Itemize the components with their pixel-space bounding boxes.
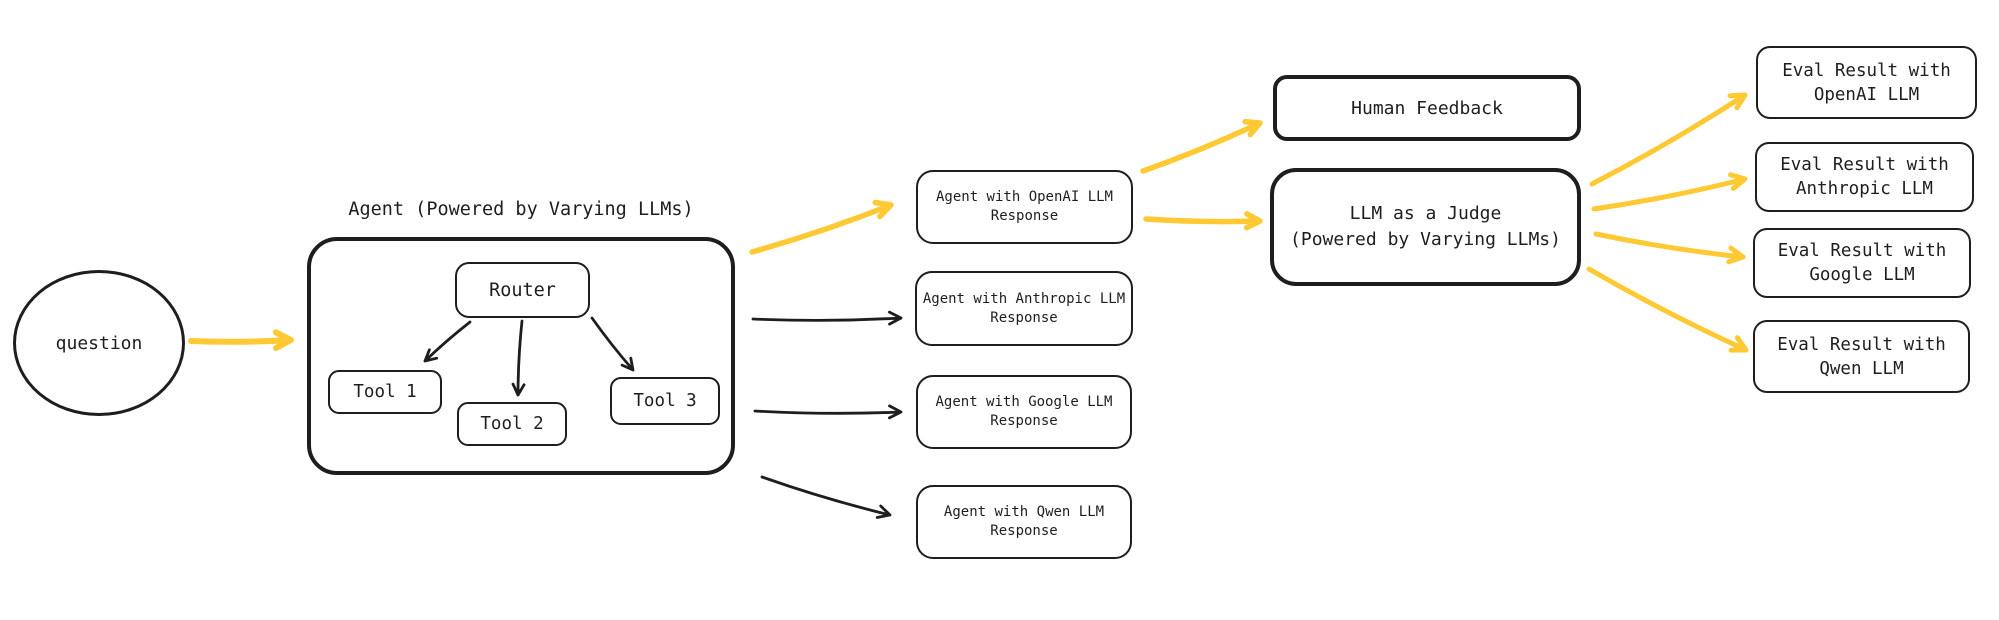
node-response-openai: Agent with OpenAI LLM Response: [916, 170, 1133, 244]
node-tool-2: Tool 2: [457, 402, 567, 446]
node-eval-google: Eval Result with Google LLM: [1753, 228, 1971, 298]
arrow-question-to-agent: [188, 329, 294, 351]
node-tool-3: Tool 3: [610, 377, 720, 425]
question-label: question: [55, 332, 143, 354]
arrow-openai-response-to-judge: [1143, 211, 1263, 231]
router-label: Router: [489, 279, 556, 301]
node-eval-qwen: Eval Result with Qwen LLM: [1753, 320, 1970, 393]
node-router: Router: [455, 262, 590, 318]
tool-2-label: Tool 2: [480, 414, 544, 434]
arrow-judge-to-eval-google: [1593, 231, 1746, 265]
arrow-judge-to-eval-qwen: [1586, 266, 1749, 353]
arrow-agent-to-anthropic-response: [751, 310, 903, 326]
response-anthropic-label: Agent with Anthropic LLM Response: [922, 290, 1126, 326]
node-response-anthropic: Agent with Anthropic LLM Response: [915, 271, 1133, 346]
eval-qwen-label: Eval Result with Qwen LLM: [1777, 334, 1946, 379]
node-tool-1: Tool 1: [328, 370, 442, 414]
arrow-judge-to-eval-openai: [1589, 92, 1748, 187]
response-google-label: Agent with Google LLM Response: [935, 394, 1113, 429]
eval-anthropic-label: Eval Result with Anthropic LLM: [1780, 155, 1949, 199]
arrow-judge-to-eval-anthropic: [1591, 172, 1748, 212]
tool-3-label: Tool 3: [633, 391, 697, 411]
response-qwen-label: Agent with Qwen LLM Response: [943, 504, 1105, 539]
node-question: question: [13, 270, 185, 416]
tool-1-label: Tool 1: [353, 382, 417, 402]
eval-openai-label: Eval Result with OpenAI LLM: [1782, 60, 1951, 105]
node-eval-anthropic: Eval Result with Anthropic LLM: [1755, 142, 1974, 212]
arrow-agent-to-google-response: [753, 404, 903, 420]
eval-google-label: Eval Result with Google LLM: [1777, 241, 1947, 285]
arrow-openai-response-to-human-feedback: [1140, 118, 1263, 174]
node-eval-openai: Eval Result with OpenAI LLM: [1756, 46, 1977, 119]
judge-label: LLM as a Judge (Powered by Varying LLMs): [1290, 203, 1561, 250]
node-response-google: Agent with Google LLM Response: [916, 375, 1132, 449]
arrow-agent-to-openai-response: [749, 199, 894, 255]
arrow-agent-to-qwen-response: [760, 475, 892, 519]
node-human-feedback: Human Feedback: [1273, 75, 1581, 141]
node-judge: LLM as a Judge (Powered by Varying LLMs): [1270, 168, 1581, 286]
response-openai-label: Agent with OpenAI LLM Response: [935, 189, 1113, 224]
agent-group-title: Agent (Powered by Varying LLMs): [348, 199, 694, 220]
human-feedback-label: Human Feedback: [1351, 97, 1503, 119]
node-response-qwen: Agent with Qwen LLM Response: [916, 485, 1132, 559]
